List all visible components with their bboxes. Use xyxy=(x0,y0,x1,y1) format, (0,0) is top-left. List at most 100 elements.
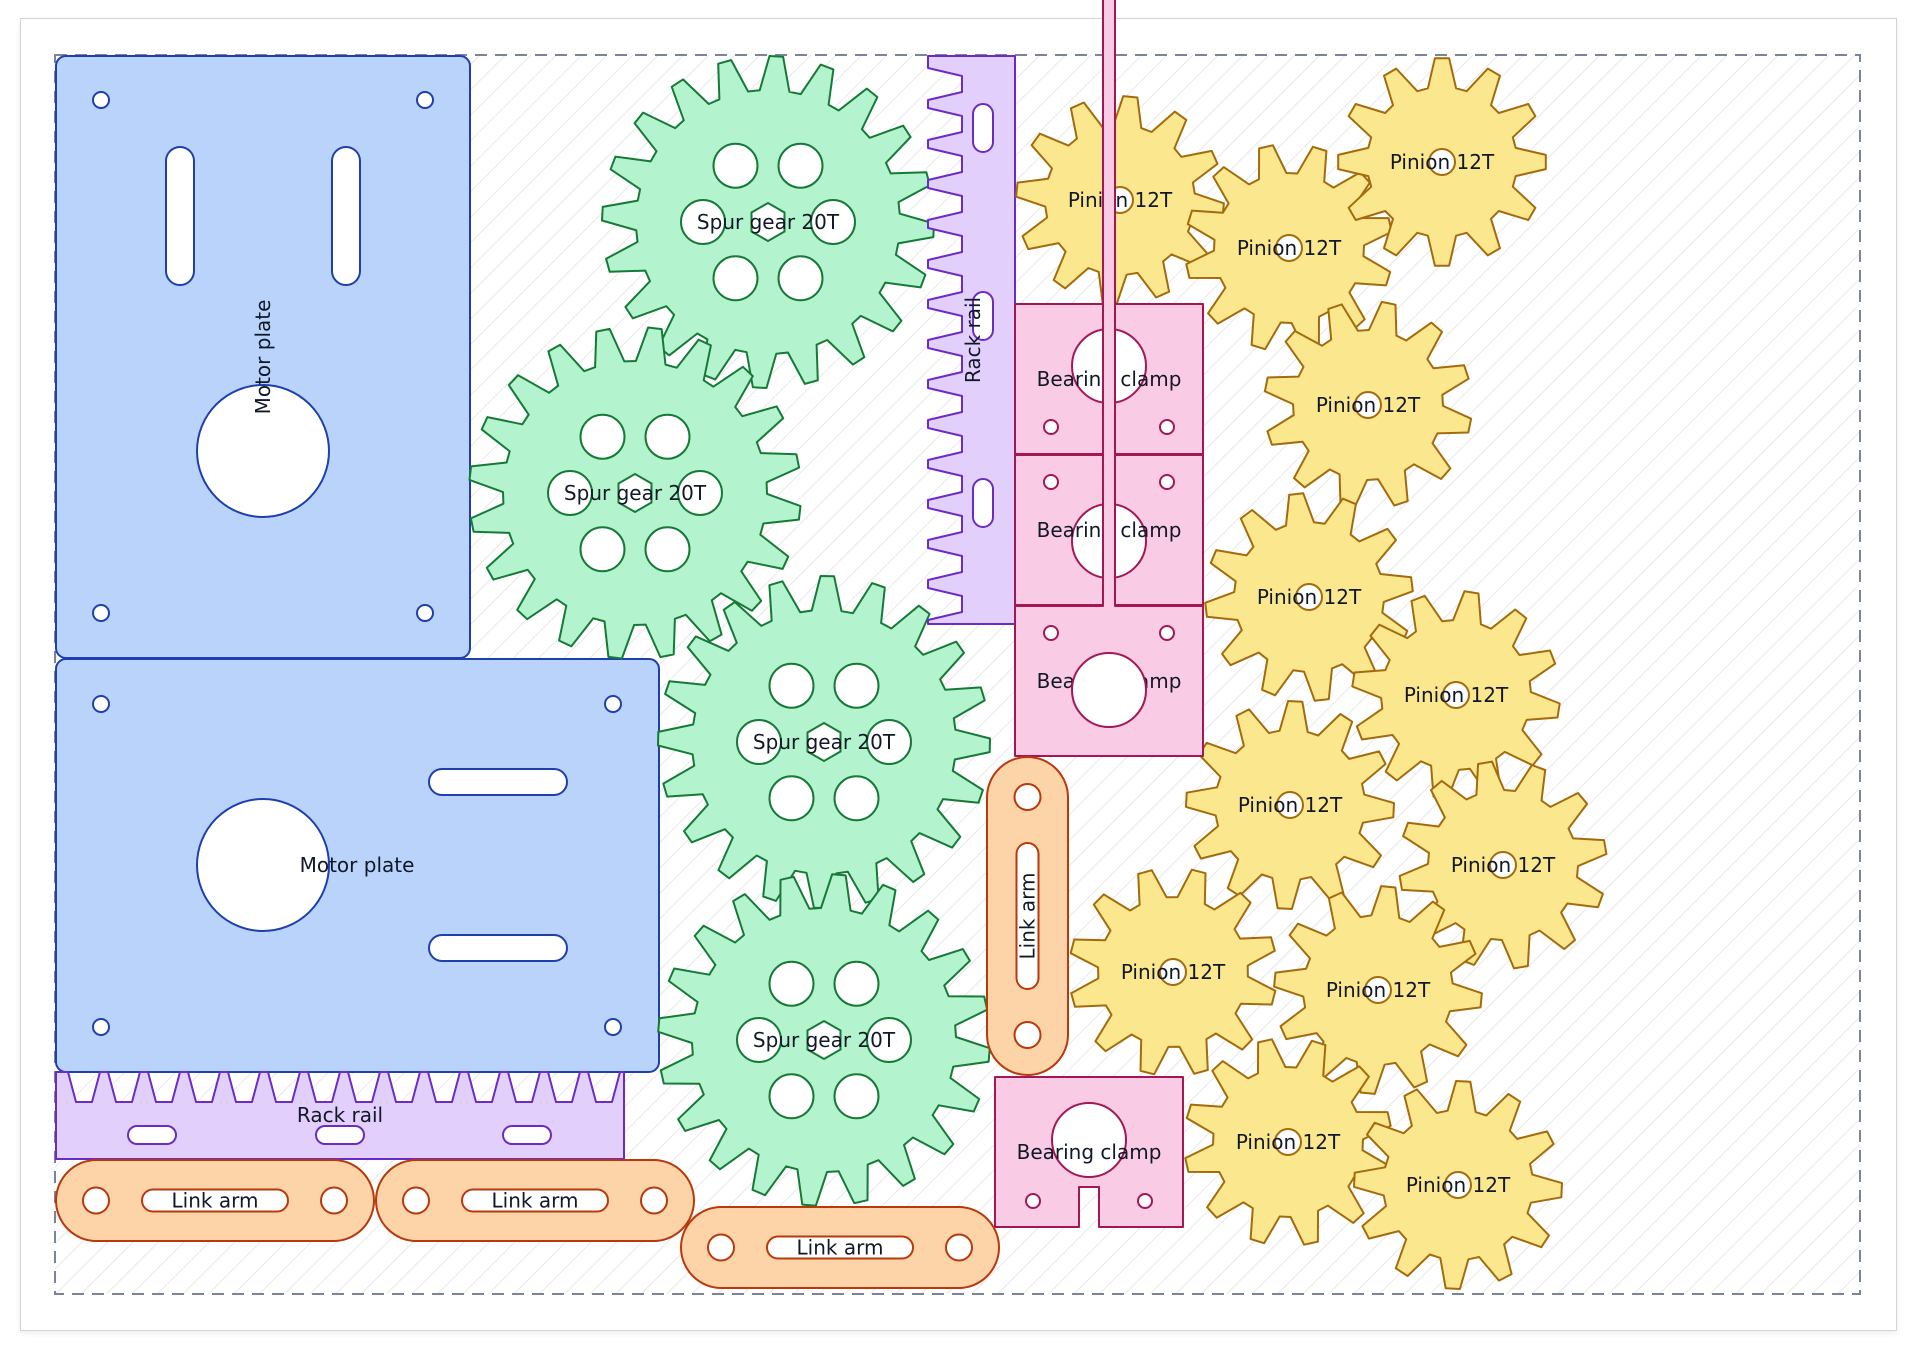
pinion-bore xyxy=(1276,791,1304,819)
lightening-hole xyxy=(736,719,782,765)
part-label: Pinion 12T xyxy=(1236,1130,1341,1154)
pinion-gear[interactable]: Pinion 12T xyxy=(1184,1038,1392,1246)
slot xyxy=(331,146,361,286)
lightening-hole xyxy=(833,960,880,1007)
part-label: Pinion 12T xyxy=(1237,236,1342,260)
spur-gear[interactable]: Spur gear 20T xyxy=(657,575,991,909)
motor-bore xyxy=(196,798,330,932)
bearing-bore xyxy=(1051,1102,1127,1178)
pivot-hole xyxy=(1013,1021,1042,1049)
lightening-hole xyxy=(866,719,912,765)
part-label: Link arm xyxy=(797,1236,884,1260)
lightening-hole xyxy=(768,662,815,709)
lightening-hole xyxy=(768,1073,815,1120)
lightening-hole xyxy=(579,526,626,573)
part-label: Link arm xyxy=(1016,873,1040,960)
hex-bore xyxy=(806,1019,842,1061)
pinion-gear[interactable]: Pinion 12T xyxy=(1015,95,1225,305)
bearing-clamp[interactable]: Bearing clamp xyxy=(994,1076,1184,1228)
rack-body xyxy=(55,1071,625,1160)
lightening-hole xyxy=(768,775,815,822)
part-label: Rack rail xyxy=(961,297,985,383)
lightening-hole xyxy=(680,199,726,245)
spur-gear[interactable]: Spur gear 20T xyxy=(468,326,802,660)
link-arm[interactable]: Link arm xyxy=(375,1159,695,1242)
bolt-hole xyxy=(1159,419,1175,435)
pinion-gear[interactable]: Pinion 12T xyxy=(1353,1080,1563,1290)
pinion-bore xyxy=(1295,583,1323,611)
lightening-hole xyxy=(777,142,824,189)
pinion-gear[interactable]: Pinion 12T xyxy=(1351,590,1561,800)
slot xyxy=(1015,842,1040,990)
pinion-gear[interactable]: Pinion 12T xyxy=(1185,144,1393,352)
bolt-hole xyxy=(1043,625,1059,641)
slot xyxy=(972,103,994,153)
part-label: Motor plate xyxy=(300,853,415,877)
link-arm[interactable]: Link arm xyxy=(680,1206,1000,1289)
bolt-hole xyxy=(1043,419,1059,435)
slot xyxy=(502,1125,552,1145)
lightening-hole xyxy=(644,526,691,573)
mount-hole xyxy=(604,1018,622,1036)
pinion-gear[interactable]: Pinion 12T xyxy=(1398,760,1608,970)
slot xyxy=(766,1235,914,1260)
slot xyxy=(315,1125,365,1145)
bolt-hole xyxy=(1137,1193,1153,1209)
bolt-hole xyxy=(1159,474,1175,490)
pinion-gear[interactable]: Pinion 12T xyxy=(1185,700,1395,910)
link-arm[interactable]: Link arm xyxy=(986,756,1069,1076)
motor-plate[interactable]: Motor plate xyxy=(55,658,660,1073)
hex-bore xyxy=(617,472,653,514)
slot xyxy=(428,768,568,796)
lightening-hole xyxy=(833,775,880,822)
lightening-hole xyxy=(833,1073,880,1120)
mount-hole xyxy=(92,695,110,713)
link-arm[interactable]: Link arm xyxy=(55,1159,375,1242)
lightening-hole xyxy=(547,470,593,516)
rack-rail[interactable]: Rack rail xyxy=(927,55,1016,625)
slot xyxy=(972,291,994,341)
pinion-bore xyxy=(1364,976,1392,1004)
slot xyxy=(428,934,568,962)
pinion-gear[interactable]: Pinion 12T xyxy=(1263,300,1473,510)
bolt-hole xyxy=(1025,1193,1041,1209)
part-label: Pinion 12T xyxy=(1451,853,1556,877)
part-label: Link arm xyxy=(172,1189,259,1213)
pinion-gear[interactable]: Pinion 12T xyxy=(1069,868,1277,1076)
pinion-gear[interactable]: Pinion 12T xyxy=(1337,57,1547,267)
hex-bore xyxy=(750,201,786,243)
spur-gear[interactable]: Spur gear 20T xyxy=(657,873,991,1207)
rack-body xyxy=(927,55,1016,625)
motor-bore xyxy=(196,384,330,518)
pinion-gear[interactable]: Pinion 12T xyxy=(1204,492,1414,702)
lightening-hole xyxy=(810,199,856,245)
part-label: Pinion 12T xyxy=(1238,793,1343,817)
bearing-clamp[interactable]: Bearing clamp xyxy=(1014,0,1204,757)
mount-hole xyxy=(416,604,434,622)
pivot-hole xyxy=(402,1186,430,1215)
lightening-hole xyxy=(833,662,880,709)
part-label: Pinion 12T xyxy=(1068,188,1173,212)
mount-hole xyxy=(92,91,110,109)
mount-hole xyxy=(92,604,110,622)
rack-rail[interactable]: Rack rail xyxy=(55,1071,625,1160)
lightening-hole xyxy=(736,1017,782,1063)
motor-plate[interactable]: Motor plate xyxy=(55,55,471,659)
pinion-bore xyxy=(1442,681,1470,709)
lightening-hole xyxy=(677,470,723,516)
pinion-bore xyxy=(1489,851,1517,879)
pinion-bore xyxy=(1354,391,1382,419)
lightening-hole xyxy=(579,413,626,460)
pivot-hole xyxy=(320,1186,348,1215)
pinion-bore xyxy=(1444,1171,1472,1199)
mount-hole xyxy=(92,1018,110,1036)
slot xyxy=(461,1188,609,1213)
lightening-hole xyxy=(712,142,759,189)
mount-hole xyxy=(604,695,622,713)
spur-gear[interactable]: Spur gear 20T xyxy=(601,55,935,389)
pinion-gear[interactable]: Pinion 12T xyxy=(1273,885,1483,1095)
part-label: Spur gear 20T xyxy=(753,1028,896,1052)
part-label: Pinion 12T xyxy=(1121,960,1226,984)
pinion-bore xyxy=(1159,958,1187,986)
